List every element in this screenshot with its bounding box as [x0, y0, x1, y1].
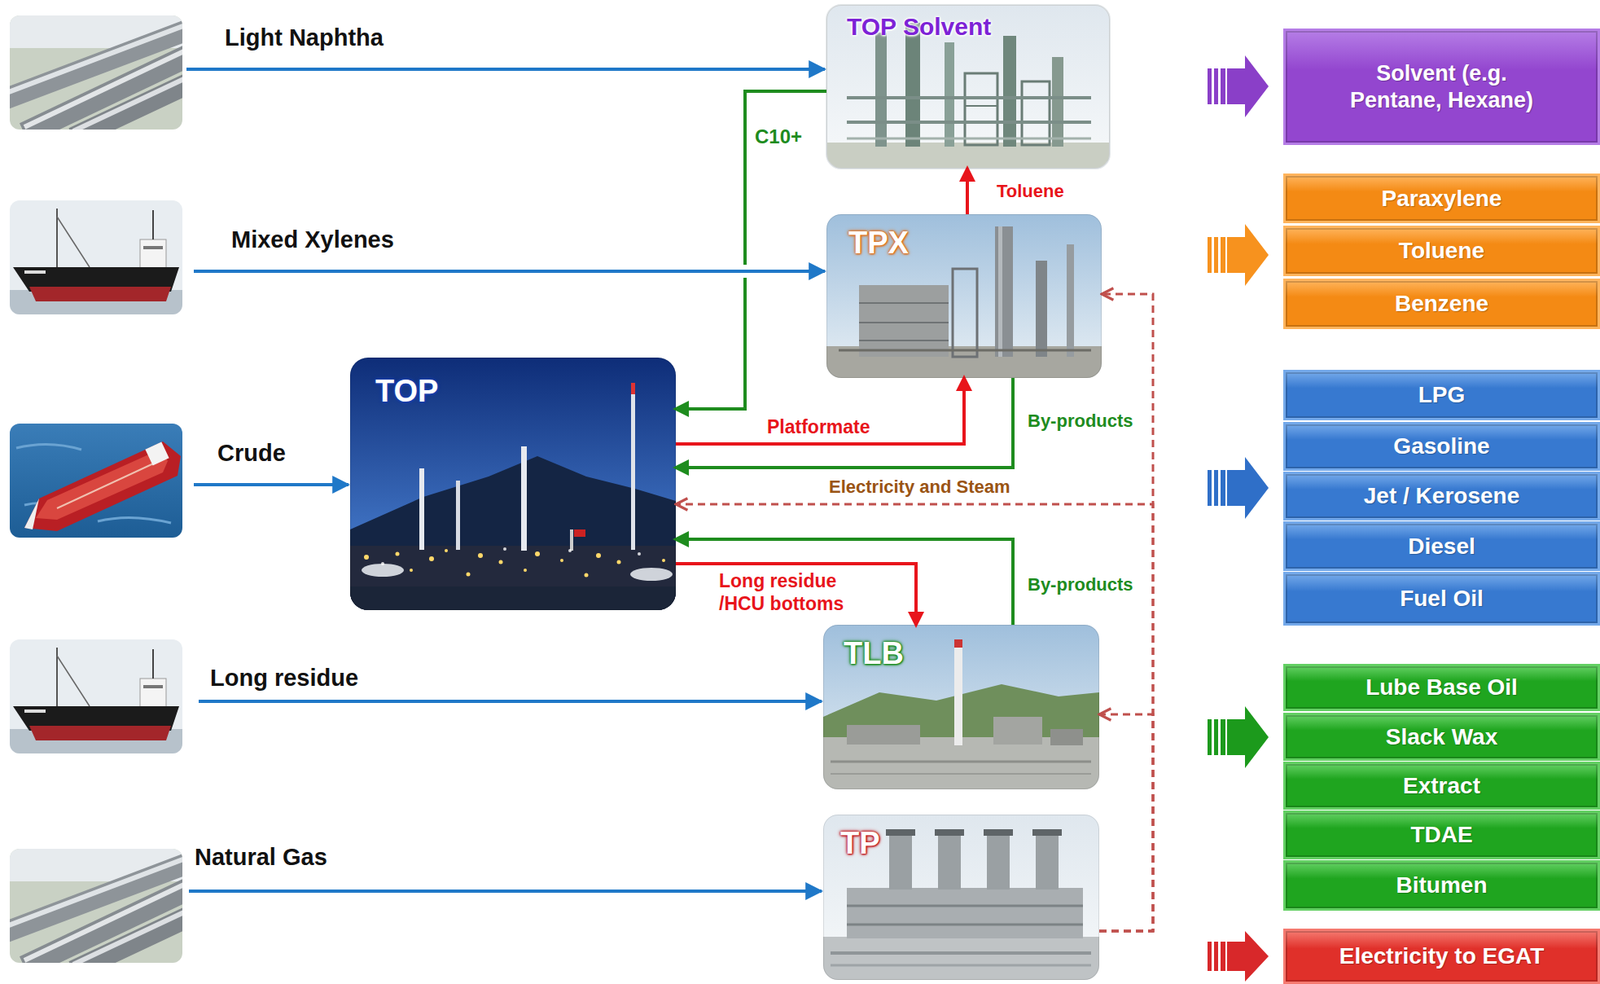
flow-connector [675, 91, 827, 409]
plant-photo [826, 214, 1102, 378]
plant-box: TOP Solvent [826, 4, 1110, 169]
pipeline-photo [0, 15, 188, 138]
flow-label: C10+ [753, 125, 804, 150]
feed-arrow [188, 889, 822, 893]
plant-box: TPX [826, 214, 1102, 378]
product-box: TDAE [1283, 810, 1600, 860]
feed-label: Mixed Xylenes [231, 226, 395, 254]
flow-connector [1099, 714, 1153, 931]
product-name: Benzene [1394, 289, 1489, 318]
feed-arrow [198, 699, 822, 703]
flow-label: Platformate [765, 416, 873, 439]
product-name: TDAE [1410, 820, 1473, 849]
product-name: Fuel Oil [1399, 584, 1484, 613]
flow-connector [965, 168, 969, 215]
feed-arrow [193, 269, 825, 273]
flow-connector [675, 377, 1013, 468]
product-box: Toluene [1283, 225, 1600, 277]
product-box: Lube Base Oil [1283, 663, 1600, 711]
product-box: Fuel Oil [1283, 571, 1600, 626]
block-arrow [1207, 456, 1269, 519]
product-box: Benzene [1283, 278, 1600, 329]
plant-photo [826, 4, 1110, 169]
flow-label: Electricity and Steam [827, 476, 1013, 498]
plant-box: TLB [823, 624, 1100, 790]
product-name: Electricity to EGAT [1339, 942, 1545, 970]
flow-connector [1099, 293, 1153, 931]
flow-connector [675, 539, 1013, 625]
flow-label: By-products [1025, 574, 1136, 596]
product-box: Extract [1283, 761, 1600, 810]
product-name: Toluene [1398, 236, 1485, 265]
feed-label: Crude [217, 439, 286, 467]
feed-arrow [193, 482, 349, 487]
product-name: Extract [1402, 771, 1481, 800]
product-name: Paraxylene [1381, 184, 1503, 213]
product-box: Diesel [1283, 521, 1600, 571]
product-box: Slack Wax [1283, 712, 1600, 761]
plant-name: TOP [375, 372, 439, 411]
plant-name: TP [840, 824, 881, 863]
flow-connector [675, 563, 917, 625]
flow-label: Long residue /HCU bottoms [717, 569, 884, 615]
product-box: Jet / Kerosene [1283, 471, 1600, 521]
product-box: Electricity to EGAT [1283, 928, 1600, 984]
product-name: Slack Wax [1385, 723, 1498, 751]
product-box: Solvent (e.g. Pentane, Hexane) [1283, 28, 1600, 145]
plant-name: TPX [848, 224, 909, 263]
product-name: Gasoline [1393, 432, 1490, 461]
tanker-photo [9, 423, 183, 538]
flow-connector [675, 504, 1153, 931]
block-arrow [1207, 705, 1269, 768]
product-box: Gasoline [1283, 421, 1600, 471]
feed-arrow [186, 67, 825, 71]
flow-connector [675, 377, 965, 444]
product-name: Jet / Kerosene [1363, 482, 1520, 510]
flow-label: By-products [1025, 410, 1136, 432]
ship-photo [9, 639, 183, 754]
feed-label: Long residue [210, 664, 359, 692]
plant-box: TOP [350, 357, 676, 610]
feed-label: Light Naphtha [224, 24, 384, 52]
plant-photo [823, 814, 1100, 980]
block-arrow [1207, 55, 1269, 118]
plant-photo [823, 624, 1100, 790]
plant-box: TP [823, 814, 1100, 980]
flow-label: Toluene [995, 180, 1066, 202]
block-arrow [1207, 930, 1269, 982]
product-name: Lube Base Oil [1365, 673, 1518, 702]
feed-label: Natural Gas [194, 843, 328, 871]
plant-name: TLB [843, 635, 904, 673]
product-name: Diesel [1407, 532, 1476, 561]
product-name: Bitumen [1396, 871, 1488, 899]
product-box: Bitumen [1283, 859, 1600, 911]
ship-photo [9, 200, 183, 315]
plant-photo [350, 357, 676, 610]
pipeline-photo [0, 848, 188, 971]
plant-name: TOP Solvent [846, 12, 991, 42]
product-name: Solvent (e.g. Pentane, Hexane) [1340, 60, 1544, 114]
product-box: LPG [1283, 369, 1600, 421]
product-name: LPG [1418, 381, 1466, 409]
block-arrow [1207, 223, 1269, 286]
product-box: Paraxylene [1283, 173, 1600, 224]
